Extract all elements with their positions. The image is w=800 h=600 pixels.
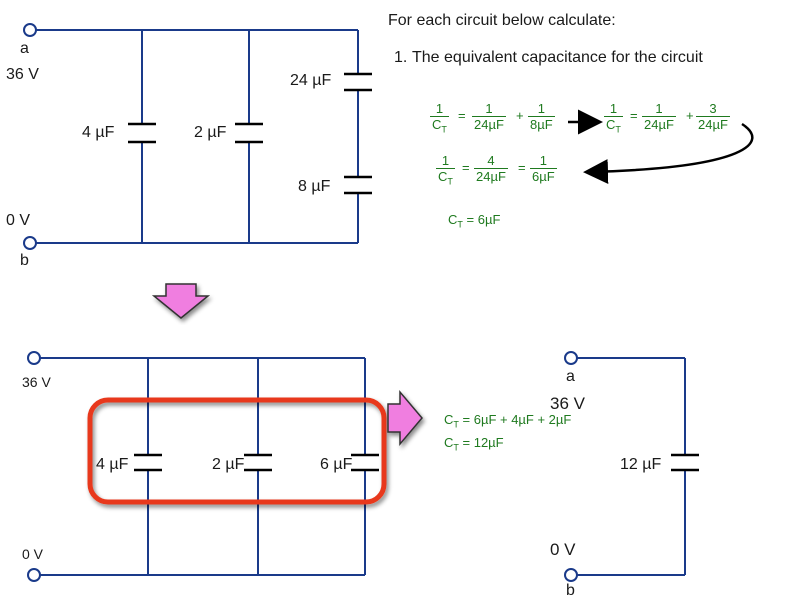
step2-lhs-fraction: 1 CT — [604, 101, 623, 135]
step1-lhs-fraction: 1 CT — [430, 101, 449, 135]
final-voltage-0-label: 0 V — [550, 540, 576, 559]
top-voltage-36-label: 36 V — [6, 66, 39, 83]
final-circuit-wires — [564, 351, 686, 582]
mid-voltage-0-label: 0 V — [22, 546, 44, 562]
top-capacitor-plates — [128, 72, 372, 195]
final-cap-12uF-label: 12 µF — [620, 456, 662, 473]
calc-arrow-back — [583, 122, 754, 184]
step1-term2: 1 8µF — [528, 101, 555, 132]
step3-rhs: 1 6µF — [530, 153, 557, 184]
mid-cap-2uF-label: 2 µF — [212, 456, 245, 473]
instructions-item-text: The equivalent capacitance for the circu… — [412, 49, 703, 66]
terminal-b-node — [23, 236, 37, 250]
step3-lhs-fraction: 1 CT — [436, 153, 455, 187]
terminal-a-node — [23, 23, 37, 37]
down-arrow-icon — [151, 283, 211, 319]
mid-capacitor-plates — [134, 453, 379, 472]
mid-cap-4uF-label: 4 µF — [96, 456, 129, 473]
final-voltage-36-label: 36 V — [550, 394, 585, 413]
step2-term2: 3 24µF — [696, 101, 730, 132]
step1-equals: = — [458, 108, 466, 123]
mid-circuit-wires — [27, 351, 366, 582]
top-terminal-b-label: b — [20, 252, 29, 269]
top-circuit-wires — [23, 23, 359, 250]
step2-equals: = — [630, 108, 638, 123]
step2-term1: 1 24µF — [642, 101, 676, 132]
top-voltage-0-label: 0 V — [6, 212, 31, 229]
mid-cap-6uF-label: 6 µF — [320, 456, 353, 473]
cap-24uF-label: 24 µF — [290, 72, 332, 89]
parallel-calc-line1: CT = 6µF + 4µF + 2µF — [444, 412, 572, 430]
cap-2uF-label: 2 µF — [194, 124, 227, 141]
cap-8uF-label: 8 µF — [298, 178, 331, 195]
step3-equals-1: = — [462, 160, 470, 175]
step3-equals-2: = — [518, 160, 526, 175]
right-arrow-icon — [387, 389, 423, 447]
final-terminal-b-label: b — [566, 582, 575, 599]
mid-voltage-36-label: 36 V — [22, 374, 51, 390]
instructions-item-number: 1. — [394, 49, 408, 66]
series-result: CT = 6µF — [448, 212, 501, 230]
step1-plus: + — [516, 108, 524, 123]
step3-mid: 4 24µF — [474, 153, 508, 184]
step2-plus: + — [686, 108, 694, 123]
top-terminal-a-label: a — [20, 40, 29, 57]
step1-term1: 1 24µF — [472, 101, 506, 132]
cap-4uF-label: 4 µF — [82, 124, 115, 141]
final-terminal-a-label: a — [566, 368, 575, 385]
parallel-calc-line2: CT = 12µF — [444, 435, 504, 453]
final-capacitor-plates — [671, 453, 699, 472]
parallel-highlight-box — [87, 397, 387, 505]
instructions-heading: For each circuit below calculate: — [388, 12, 616, 29]
